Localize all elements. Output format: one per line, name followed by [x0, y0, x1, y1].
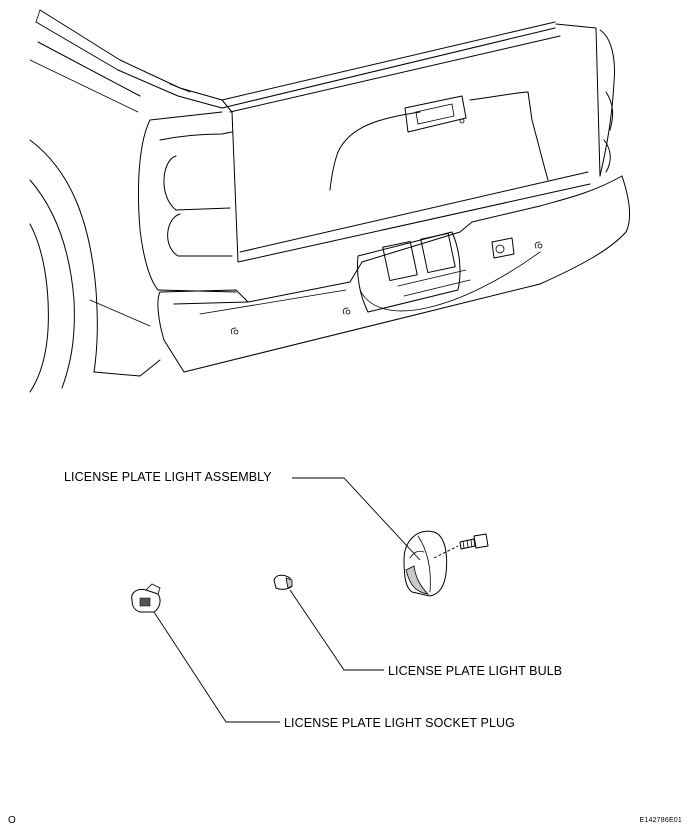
corner-mark: O [8, 815, 16, 826]
assembly-label: LICENSE PLATE LIGHT ASSEMBLY [64, 470, 272, 484]
truck-rear-illustration [29, 9, 630, 393]
socket-plug-label: LICENSE PLATE LIGHT SOCKET PLUG [284, 716, 515, 730]
bulb-label: LICENSE PLATE LIGHT BULB [388, 664, 563, 678]
socket-leader-line [153, 611, 280, 723]
assembly-leader-line [292, 477, 421, 561]
license-plate-light-bulb-part [273, 574, 293, 590]
bulb-leader-line [289, 589, 384, 671]
screw-part [433, 533, 489, 559]
figure-code: E142786E01 [639, 817, 682, 824]
license-plate-light-socket-plug-part [131, 583, 161, 613]
license-plate-light-assembly-part [403, 530, 448, 597]
